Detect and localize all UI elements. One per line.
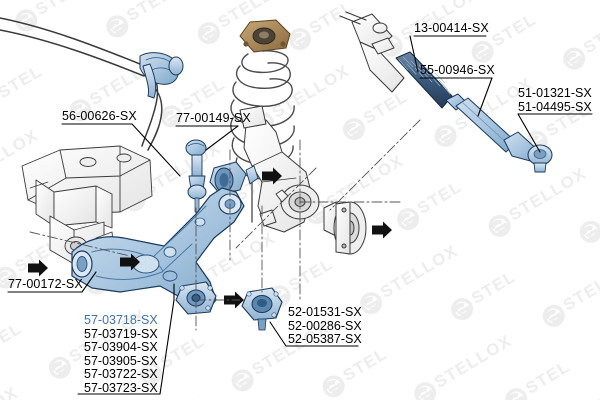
control-arm-part-number: 57-03905-SX	[84, 353, 158, 368]
control-arm-part-number: 57-03723-SX	[84, 380, 158, 395]
label-ball-joint-c: 52-05387-SX	[288, 332, 362, 347]
label-control-arm-rear-bush: 77-00172-SX	[8, 277, 83, 291]
label-ball-joint-b: 52-00286-SX	[288, 318, 362, 333]
control-arm-part-number: 57-03904-SX	[84, 340, 158, 355]
label-stabilizer-link: 77-00149-SX	[176, 111, 251, 125]
label-stabilizer-bar-bush: 56-00626-SX	[62, 109, 137, 123]
label-inner-tie-rod: 55-00946-SX	[420, 63, 495, 77]
label-ball-joint-a: 52-01531-SX	[288, 305, 362, 319]
label-steering-rack-boot: 13-00414-SX	[414, 21, 489, 35]
label-outer-tie-rod-b: 51-04495-SX	[518, 99, 592, 114]
label-ball-joint-group: 52-01531-SX 52-00286-SX 52-05387-SX	[288, 305, 362, 347]
label-outer-tie-rod-group: 51-01321-SX 51-04495-SX	[518, 86, 592, 114]
control-arm-part-number: 57-03719-SX	[84, 326, 158, 341]
control-arm-part-number: 57-03718-SX	[84, 313, 158, 327]
label-outer-tie-rod-a: 51-01321-SX	[518, 86, 592, 100]
control-arm-part-number: 57-03722-SX	[84, 367, 158, 382]
